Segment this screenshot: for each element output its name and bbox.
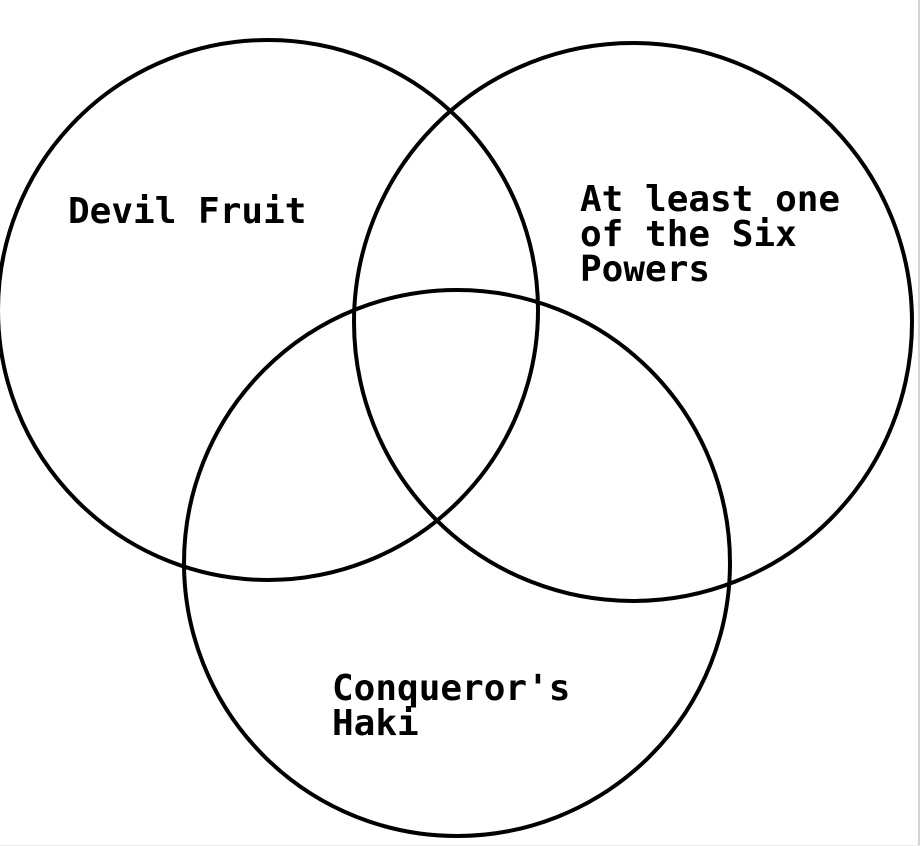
circle-devil-fruit [0, 38, 540, 582]
circle-six-powers [352, 41, 914, 603]
label-devil-fruit: Devil Fruit [68, 191, 307, 232]
circle-conquerors-haki [182, 288, 732, 838]
screen-right-edge-line [918, 0, 920, 846]
label-conquerors-haki: Conqueror's Haki [332, 668, 571, 744]
label-six-powers: At least one of the Six Powers [580, 179, 841, 290]
